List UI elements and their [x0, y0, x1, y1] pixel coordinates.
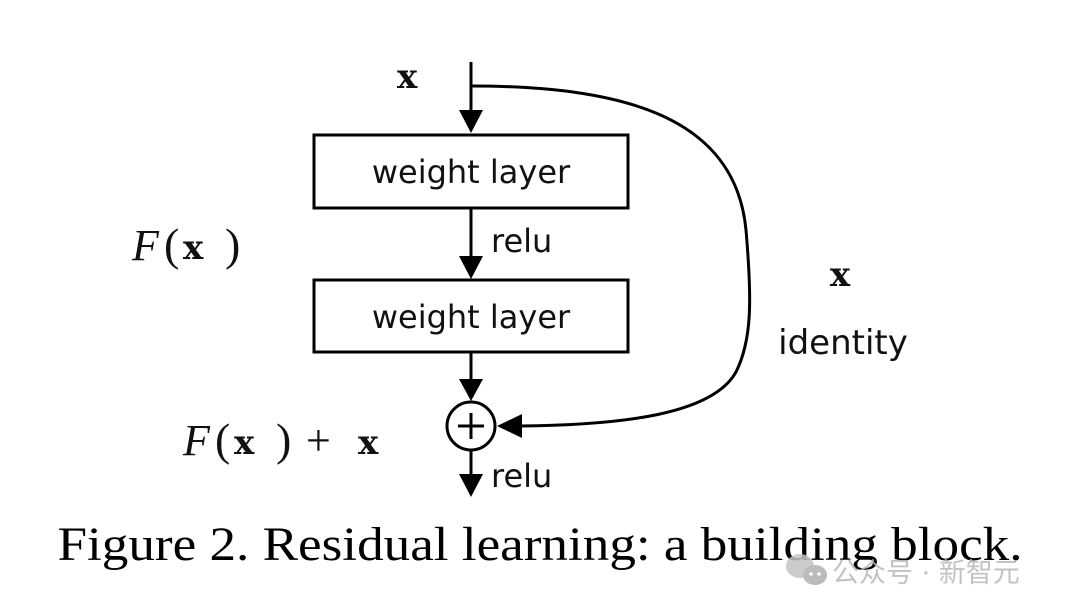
residual-close-paren: ) — [225, 219, 240, 270]
figure-caption: Figure 2. Residual learning: a building … — [58, 518, 1023, 571]
output-arrowhead-icon — [459, 474, 483, 497]
identity-shortcut-curve — [470, 84, 752, 428]
output-expression-label: F ( x ) + x — [182, 414, 379, 465]
relu-label-middle: relu — [491, 222, 552, 260]
shortcut-arrowhead-icon — [497, 414, 522, 438]
residual-open-paren: ( — [164, 219, 179, 270]
output-x-term: x — [358, 423, 379, 463]
to-sum-arrowhead-icon — [459, 379, 483, 401]
input-x-label: x — [397, 57, 418, 97]
shortcut-x-label: x — [830, 255, 851, 295]
shortcut-identity-label: identity — [778, 323, 908, 363]
output-function-arg: x — [234, 423, 255, 463]
watermark-text: 公众号 · 新智元 — [832, 558, 1020, 589]
residual-function-arg: x — [183, 228, 204, 268]
output-plus-sign: + — [306, 416, 331, 465]
residual-function-label: F ( x ) — [131, 219, 240, 270]
middle-arrowhead-icon — [459, 256, 483, 279]
output-function-symbol: F — [182, 416, 211, 465]
weight-layer-1-label: weight layer — [372, 153, 571, 191]
watermark: 公众号 · 新智元 — [786, 554, 1020, 589]
output-close-paren: ) — [276, 414, 291, 465]
wechat-icon — [786, 554, 827, 585]
input-arrowhead-icon — [459, 110, 483, 133]
output-open-paren: ( — [215, 414, 230, 465]
weight-layer-2-label: weight layer — [372, 298, 571, 336]
weight-layer-2-box — [312, 278, 630, 354]
residual-function-symbol: F — [131, 221, 160, 270]
relu-label-output: relu — [491, 457, 552, 495]
